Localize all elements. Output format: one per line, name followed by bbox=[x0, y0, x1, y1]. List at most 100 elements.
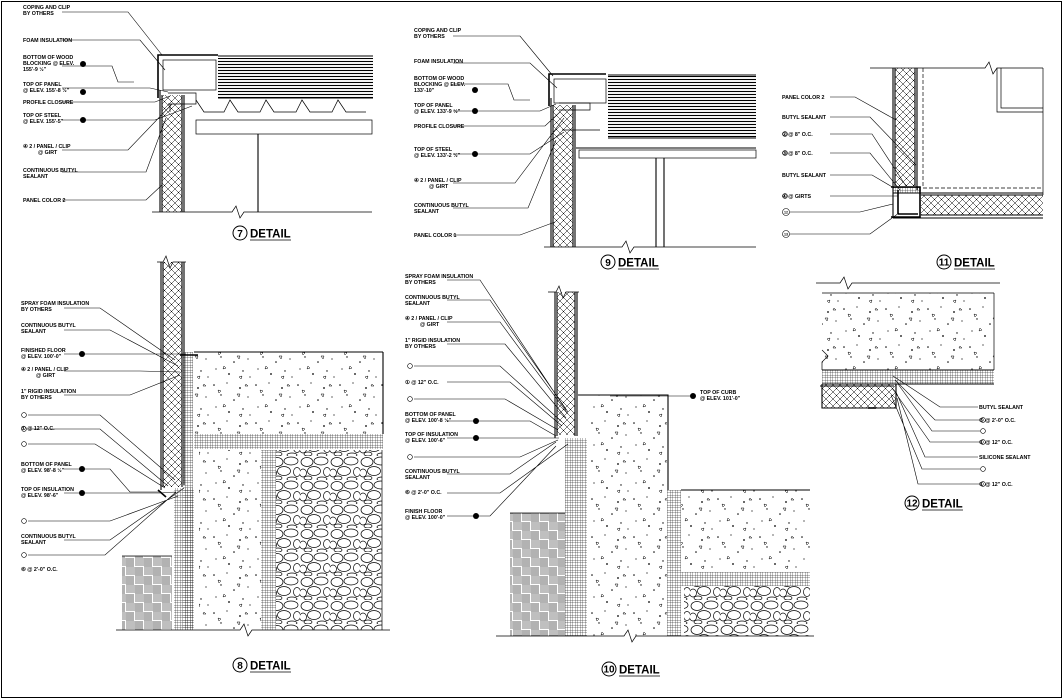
svg-text:④ 2 / PANEL / CLIP@ GIRT: ④ 2 / PANEL / CLIP@ GIRT bbox=[21, 367, 69, 379]
panel-insulation bbox=[162, 95, 182, 212]
detail-11: 12 13 PANEL COLOR 2 BUTYL SEALANT ② @ 8"… bbox=[782, 61, 1044, 270]
svg-text:④ @ GIRTS: ④ @ GIRTS bbox=[782, 194, 812, 200]
svg-text:TOP OF PANEL@ ELEV. 133'-9 ½": TOP OF PANEL@ ELEV. 133'-9 ½" bbox=[414, 103, 461, 115]
svg-text:11: 11 bbox=[939, 258, 950, 269]
svg-text:③ @ 8" O.C.: ③ @ 8" O.C. bbox=[782, 151, 813, 157]
detail-10-title: 10 DETAIL bbox=[601, 661, 660, 677]
wood-blocking bbox=[553, 78, 607, 104]
svg-text:① @ 12" O.C.: ① @ 12" O.C. bbox=[979, 440, 1013, 446]
svg-text:⑤ @ 2'-0" O.C.: ⑤ @ 2'-0" O.C. bbox=[979, 418, 1016, 424]
slab-mesh bbox=[194, 434, 383, 449]
girt bbox=[168, 92, 197, 112]
svg-text:DETAIL: DETAIL bbox=[922, 499, 963, 511]
soil bbox=[122, 556, 172, 630]
footing-concrete bbox=[199, 450, 261, 630]
svg-text:② @ 8" O.C.: ② @ 8" O.C. bbox=[782, 132, 813, 138]
slab-concrete bbox=[822, 293, 994, 370]
svg-text:BUTYL SEALANT: BUTYL SEALANT bbox=[782, 173, 827, 179]
label-panel-color: PANEL COLOR 2 bbox=[23, 198, 66, 204]
steel-beam bbox=[195, 119, 373, 135]
detail-12-callouts: BUTYL SEALANT ⑤ @ 2'-0" O.C. ① @ 12" O.C… bbox=[979, 405, 1031, 488]
svg-text:12: 12 bbox=[784, 210, 788, 214]
roof-deck-edge bbox=[218, 55, 373, 99]
svg-text:FINISH FLOOR@ ELEV. 100'-0": FINISH FLOOR@ ELEV. 100'-0" bbox=[405, 509, 446, 521]
svg-text:DETAIL: DETAIL bbox=[618, 258, 659, 270]
curb-concrete bbox=[587, 395, 667, 636]
svg-text:13: 13 bbox=[784, 232, 788, 236]
coping bbox=[548, 73, 606, 106]
svg-text:BOTTOM OF PANEL@ ELEV. 98'-8 ½: BOTTOM OF PANEL@ ELEV. 98'-8 ½" bbox=[21, 462, 72, 474]
svg-text:① @ 12" O.C.: ① @ 12" O.C. bbox=[21, 426, 55, 432]
svg-text:FINISHED FLOOR@ ELEV. 100'-0": FINISHED FLOOR@ ELEV. 100'-0" bbox=[21, 348, 66, 360]
svg-text:DETAIL: DETAIL bbox=[250, 661, 291, 673]
gravel-fill bbox=[684, 586, 810, 636]
svg-text:TOP OF INSULATION@ ELEV. 98'-6: TOP OF INSULATION@ ELEV. 98'-6" bbox=[21, 487, 74, 499]
detail-8-title: 8 DETAIL bbox=[232, 657, 291, 673]
detail-11-callouts: PANEL COLOR 2 BUTYL SEALANT ② @ 8" O.C. … bbox=[782, 95, 827, 200]
svg-text:12: 12 bbox=[906, 499, 918, 510]
label-panel-clip-girt: ④ 2 / PANEL / CLIP@ GIRT bbox=[23, 144, 71, 156]
roof-deck bbox=[608, 76, 756, 138]
svg-text:④ 2 / PANEL / CLIP@ GIRT: ④ 2 / PANEL / CLIP@ GIRT bbox=[414, 178, 462, 190]
detail-11-title: 11 DETAIL bbox=[936, 254, 995, 270]
label-profile-closure: PROFILE CLOSURE bbox=[23, 100, 74, 106]
svg-text:DETAIL: DETAIL bbox=[954, 258, 995, 270]
steel-beam bbox=[578, 149, 757, 159]
gravel-fill bbox=[276, 450, 382, 630]
svg-text:⑥ @ 2'-0" O.C.: ⑥ @ 2'-0" O.C. bbox=[405, 490, 442, 496]
detail-12-title: 12 DETAIL bbox=[904, 495, 963, 511]
svg-text:① @ 12" O.C.: ① @ 12" O.C. bbox=[979, 482, 1013, 488]
svg-text:TOP OF STEEL@ ELEV. 133'-2 ½": TOP OF STEEL@ ELEV. 133'-2 ½" bbox=[414, 147, 461, 159]
label-foam-insulation: FOAM INSULATION bbox=[23, 38, 72, 44]
wood-blocking bbox=[162, 59, 217, 91]
svg-text:④ 2 / PANEL / CLIP@ GIRT: ④ 2 / PANEL / CLIP@ GIRT bbox=[405, 316, 453, 328]
steel-web bbox=[655, 158, 665, 247]
keynote-marker bbox=[782, 208, 790, 216]
svg-text:9: 9 bbox=[605, 258, 611, 269]
svg-text:⑥ @ 2'-0" O.C.: ⑥ @ 2'-0" O.C. bbox=[21, 567, 58, 573]
svg-text:PANEL COLOR 2: PANEL COLOR 2 bbox=[782, 95, 825, 101]
svg-text:8: 8 bbox=[237, 661, 243, 672]
svg-text:7: 7 bbox=[237, 229, 243, 240]
coping bbox=[157, 54, 218, 98]
svg-text:SILICONE SEALANT: SILICONE SEALANT bbox=[979, 455, 1031, 461]
steel-decking bbox=[195, 99, 366, 113]
slab-concrete bbox=[194, 352, 383, 434]
svg-text:BUTYL SEALANT: BUTYL SEALANT bbox=[782, 115, 827, 121]
svg-text:BUTYL SEALANT: BUTYL SEALANT bbox=[979, 405, 1024, 411]
detail-7-title: 7 DETAIL bbox=[232, 225, 291, 241]
svg-text:TOP OF CURB@ ELEV. 101'-0": TOP OF CURB@ ELEV. 101'-0" bbox=[700, 390, 741, 402]
svg-text:DETAIL: DETAIL bbox=[250, 229, 291, 241]
panel-outline bbox=[159, 90, 185, 212]
detail-12: BUTYL SEALANT ⑤ @ 2'-0" O.C. ① @ 12" O.C… bbox=[816, 276, 1031, 511]
detail-9-title: 9 DETAIL bbox=[600, 254, 659, 270]
keynote-marker bbox=[782, 230, 790, 238]
slab-concrete bbox=[681, 490, 810, 572]
svg-text:10: 10 bbox=[603, 665, 615, 676]
svg-text:PANEL COLOR 1: PANEL COLOR 1 bbox=[414, 233, 457, 239]
break-line bbox=[152, 205, 372, 219]
soil bbox=[510, 513, 565, 636]
label-top-of-steel: TOP OF STEEL@ ELEV. 155'-5" bbox=[23, 113, 64, 125]
